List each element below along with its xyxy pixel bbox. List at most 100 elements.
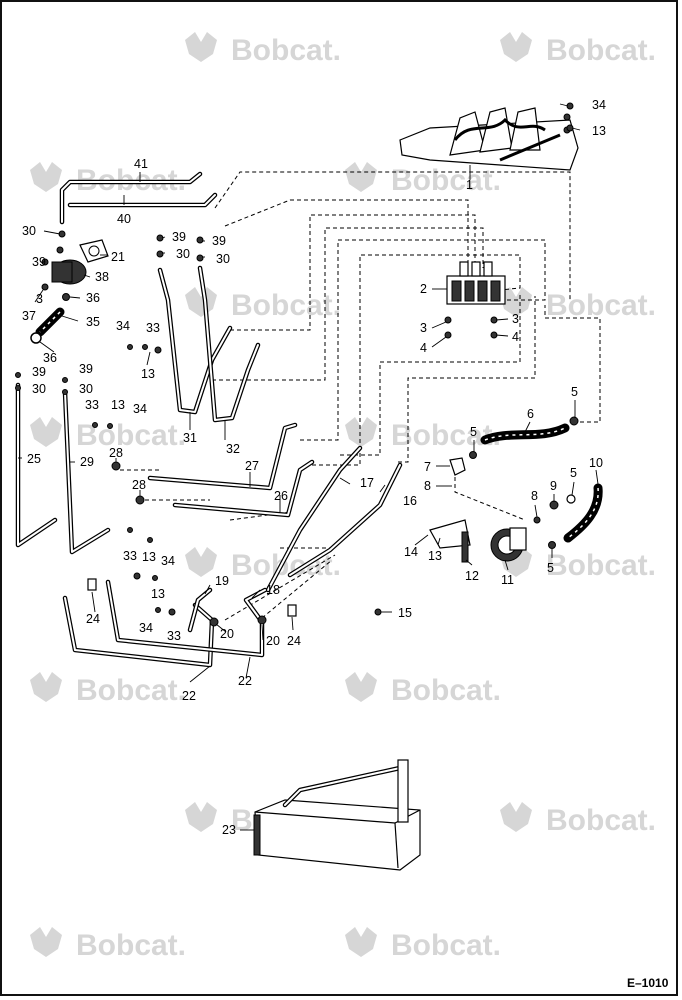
tubes-22 [62, 579, 268, 668]
callout-33: 33 [123, 549, 137, 563]
tubes-31-32 [157, 265, 261, 423]
part-11-hydraulic-pump [429, 519, 527, 563]
bobcat-watermark: Bobcat. [500, 287, 656, 322]
callout-6: 6 [527, 407, 534, 421]
callout-33: 33 [167, 629, 181, 643]
bobcat-logo-icon [345, 672, 377, 702]
callout-21: 21 [111, 250, 125, 264]
callout-3: 3 [512, 312, 519, 326]
bobcat-logo-icon [30, 162, 62, 192]
callout-12: 12 [465, 569, 479, 583]
part-38-steering-unit [30, 230, 109, 344]
callout-15: 15 [398, 606, 412, 620]
bobcat-watermark: Bobcat. [500, 802, 656, 837]
bobcat-watermark: Bobcat. [345, 672, 501, 707]
callout-36: 36 [43, 351, 57, 365]
callout-30: 30 [32, 382, 46, 396]
bobcat-watermark-text: Bobcat. [391, 419, 501, 452]
callout-5: 5 [571, 385, 578, 399]
callout-13: 13 [428, 549, 442, 563]
callout-17: 17 [360, 476, 374, 490]
callout-33: 33 [85, 398, 99, 412]
bobcat-logo-icon [500, 32, 532, 62]
callout-13: 13 [111, 398, 125, 412]
callout-20: 20 [220, 627, 234, 641]
tubes-25-29 [15, 382, 111, 555]
callout-19: 19 [215, 574, 229, 588]
bobcat-watermark: Bobcat. [185, 287, 341, 322]
part-1-control-valve-assembly [399, 107, 579, 171]
callout-30: 30 [79, 382, 93, 396]
callout-34: 34 [592, 98, 606, 112]
callout-4: 4 [420, 341, 427, 355]
bobcat-logo-icon [30, 927, 62, 957]
callout-13: 13 [142, 550, 156, 564]
figure-id: E–1010 [627, 976, 669, 990]
tubes-26-27 [147, 422, 315, 518]
bobcat-watermark: Bobcat. [345, 162, 501, 197]
bobcat-watermark: Bobcat. [500, 32, 656, 67]
callout-41: 41 [134, 157, 148, 171]
bobcat-watermark: Bobcat. [500, 547, 656, 582]
callout-10: 10 [589, 456, 603, 470]
callout-28: 28 [132, 478, 146, 492]
callout-4: 4 [512, 330, 519, 344]
callout-3: 3 [420, 321, 427, 335]
hoses-6-10 [449, 416, 603, 549]
tubes-16-17 [265, 445, 403, 593]
callout-34: 34 [133, 402, 147, 416]
callout-38: 38 [95, 270, 109, 284]
callout-16: 16 [403, 494, 417, 508]
callout-23: 23 [222, 823, 236, 837]
callout-28: 28 [109, 446, 123, 460]
callout-14: 14 [404, 545, 418, 559]
bobcat-watermark-text: Bobcat. [76, 929, 186, 962]
callout-39: 39 [32, 255, 46, 269]
bobcat-watermark-text: Bobcat. [391, 164, 501, 197]
bobcat-logo-icon [500, 802, 532, 832]
bobcat-watermark-text: Bobcat. [546, 804, 656, 837]
callout-18: 18 [266, 583, 280, 597]
callout-35: 35 [86, 315, 100, 329]
callout-5: 5 [547, 561, 554, 575]
callout-37: 37 [22, 309, 36, 323]
callout-32: 32 [226, 442, 240, 456]
bobcat-watermark-text: Bobcat. [546, 549, 656, 582]
callout-30: 30 [22, 224, 36, 238]
bobcat-logo-icon [500, 287, 532, 317]
callout-2: 2 [420, 282, 427, 296]
callout-8: 8 [424, 479, 431, 493]
callout-30: 30 [176, 247, 190, 261]
bobcat-watermark-text: Bobcat. [76, 674, 186, 707]
callout-34: 34 [139, 621, 153, 635]
bobcat-logo-icon [185, 32, 217, 62]
callout-30: 30 [216, 252, 230, 266]
callout-29: 29 [80, 455, 94, 469]
bobcat-logo-icon [345, 162, 377, 192]
bobcat-watermark: Bobcat. [30, 672, 186, 707]
bobcat-logo-icon [345, 927, 377, 957]
bobcat-watermark: Bobcat. [185, 32, 341, 67]
callout-11: 11 [501, 573, 514, 587]
callout-5: 5 [470, 425, 477, 439]
bobcat-watermark: Bobcat. [30, 162, 186, 197]
callout-39: 39 [172, 230, 186, 244]
callout-34: 34 [161, 554, 175, 568]
bobcat-logo-icon [30, 672, 62, 702]
callout-13: 13 [151, 587, 165, 601]
bobcat-watermark-text: Bobcat. [231, 289, 341, 322]
bobcat-logo-icon [185, 802, 217, 832]
bobcat-watermark-text: Bobcat. [546, 34, 656, 67]
callout-33: 33 [146, 321, 160, 335]
callout-25: 25 [27, 452, 41, 466]
bobcat-watermark-text: Bobcat. [231, 34, 341, 67]
callout-20: 20 [266, 634, 280, 648]
callout-22: 22 [182, 689, 196, 703]
bobcat-watermark: Bobcat. [30, 927, 186, 962]
callout-40: 40 [117, 212, 131, 226]
bobcat-watermark-text: Bobcat. [391, 929, 501, 962]
leader-lines [18, 103, 599, 831]
bobcat-watermark: Bobcat. [345, 417, 501, 452]
callout-36: 36 [86, 291, 100, 305]
